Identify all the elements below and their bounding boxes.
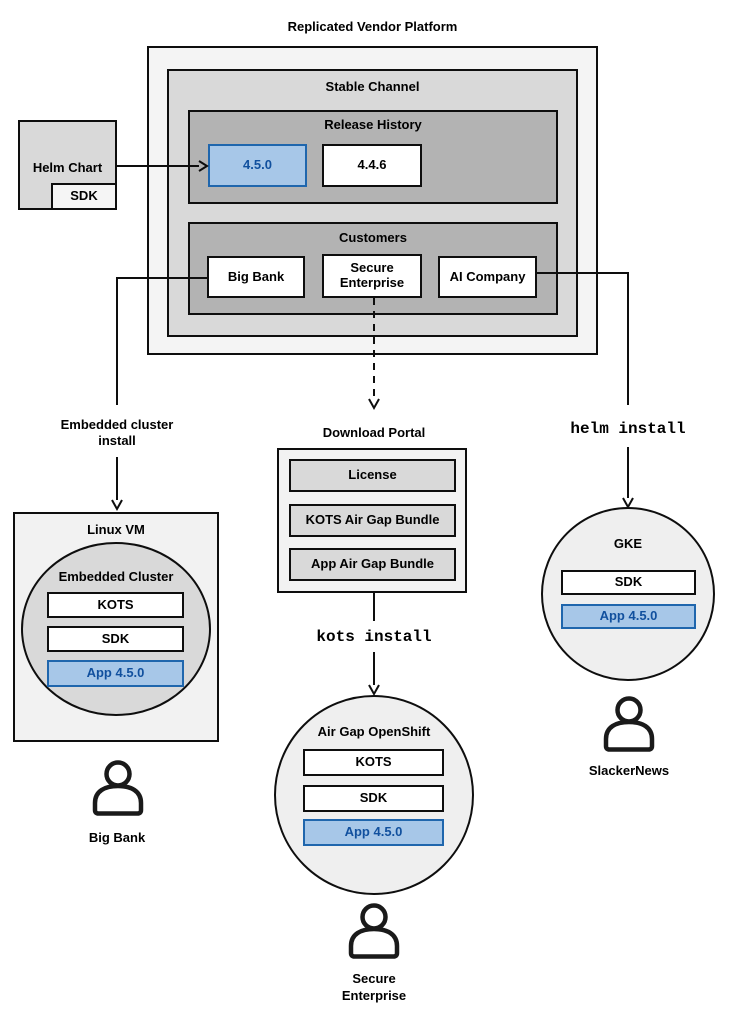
portal-license-box: License (289, 459, 456, 492)
openshift-kots-box: KOTS (303, 749, 444, 776)
big-bank-user-icon (92, 760, 144, 816)
customers-title: Customers (339, 230, 407, 245)
slackernews-user-icon (603, 696, 655, 752)
kots-install-command: kots install (316, 628, 432, 646)
download-portal-arrowhead-icon (368, 398, 380, 411)
secure-enterprise-user-label: Secure Enterprise (341, 971, 407, 1003)
gke-arrowhead-icon (622, 497, 634, 510)
openshift-sdk-box: SDK (303, 785, 444, 812)
helm-chart-sdk-box: SDK (51, 183, 117, 210)
linux-vm-title: Linux VM (87, 522, 145, 537)
openshift-app-box: App 4.5.0 (303, 819, 444, 846)
portal-kots-bundle-box: KOTS Air Gap Bundle (289, 504, 456, 537)
gke-app-box: App 4.5.0 (561, 604, 696, 629)
big-bank-user-label: Big Bank (88, 830, 146, 845)
gke-sdk-box: SDK (561, 570, 696, 595)
customer-ai-company: AI Company (438, 256, 537, 298)
download-portal-title: Download Portal (322, 425, 426, 440)
release-box-4-5-0: 4.5.0 (208, 144, 307, 187)
diagram-title: Replicated Vendor Platform (287, 19, 458, 34)
embedded-cluster-sdk-box: SDK (47, 626, 184, 652)
customer-big-bank: Big Bank (207, 256, 305, 298)
embedded-cluster-install-label: Embedded cluster install (60, 417, 174, 448)
secure-enterprise-user-icon (348, 903, 400, 959)
air-gap-openshift-title: Air Gap OpenShift (317, 724, 431, 739)
helm-install-command: helm install (570, 420, 686, 438)
embedded-cluster-app-box: App 4.5.0 (47, 660, 184, 687)
embedded-cluster-title: Embedded Cluster (58, 569, 174, 584)
helm-chart-title: Helm Chart (32, 160, 103, 175)
release-history-title: Release History (324, 117, 422, 132)
openshift-arrowhead-icon (368, 684, 380, 697)
stable-channel-title: Stable Channel (325, 79, 420, 94)
gke-title: GKE (613, 536, 643, 551)
embedded-cluster-kots-box: KOTS (47, 592, 184, 618)
slackernews-user-label: SlackerNews (588, 763, 670, 778)
linux-vm-arrowhead-icon (111, 499, 123, 512)
customer-secure-enterprise: Secure Enterprise (322, 254, 422, 298)
release-box-4-4-6: 4.4.6 (322, 144, 422, 187)
portal-app-bundle-box: App Air Gap Bundle (289, 548, 456, 581)
